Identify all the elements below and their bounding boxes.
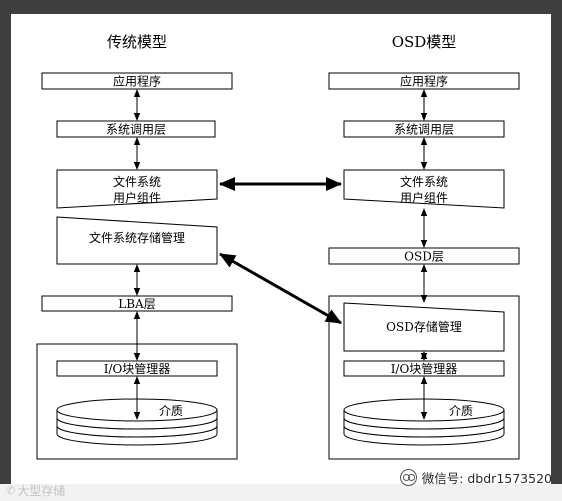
right-fs-user-line1: 文件系统 xyxy=(400,174,448,189)
right-fs-user-line2: 用户组件 xyxy=(400,190,448,205)
left-lba-label: LBA层 xyxy=(118,297,155,311)
watermark-left: ✆ 大型存储 xyxy=(6,482,65,498)
left-fs-storage-box xyxy=(56,216,218,265)
right-fs-user-box xyxy=(343,169,505,209)
left-io-block-label: I/O块管理器 xyxy=(104,361,171,376)
right-io-block-label: I/O块管理器 xyxy=(391,361,458,376)
left-disk-stack xyxy=(56,398,218,446)
wechat-icon xyxy=(399,468,417,486)
left-fs-storage-label: 文件系统存储管理 xyxy=(89,230,185,245)
left-fs-user-line2: 用户组件 xyxy=(113,190,161,205)
right-syscall-label: 系统调用层 xyxy=(394,123,454,137)
watermark-right: 微信号: dbdr1573520 xyxy=(399,466,552,488)
left-fs-user-box xyxy=(56,169,218,209)
watermark-right-text: 微信号: dbdr1573520 xyxy=(421,470,552,486)
right-osd-storage-label: OSD存储管理 xyxy=(386,319,462,334)
bottom-bar xyxy=(0,484,562,501)
left-syscall-label: 系统调用层 xyxy=(106,123,166,137)
right-application-label: 应用程序 xyxy=(400,74,448,89)
watermark-left-text: 大型存储 xyxy=(17,483,66,498)
diagram-svg: 传统模型 应用程序 系统调用层 文件系统 用户组件 文件系统存储管理 LBA层 … xyxy=(36,33,520,460)
left-fs-user-line1: 文件系统 xyxy=(113,174,161,189)
right-device-frame xyxy=(328,295,520,460)
left-model-title: 传统模型 xyxy=(107,33,167,51)
chat-bubble-icon: ✆ xyxy=(6,483,16,497)
right-osd-layer-label: OSD层 xyxy=(404,250,444,264)
left-application-label: 应用程序 xyxy=(113,74,161,89)
bold-arrow-storage-link xyxy=(219,252,342,325)
right-osd-storage-box xyxy=(343,302,505,352)
right-disk-stack xyxy=(343,398,505,446)
right-model-title: OSD模型 xyxy=(392,33,457,51)
left-medium-label: 介质 xyxy=(159,404,183,418)
right-medium-label: 介质 xyxy=(449,404,473,418)
left-device-frame xyxy=(36,343,238,460)
diagram-canvas: 传统模型 应用程序 系统调用层 文件系统 用户组件 文件系统存储管理 LBA层 … xyxy=(11,14,551,484)
